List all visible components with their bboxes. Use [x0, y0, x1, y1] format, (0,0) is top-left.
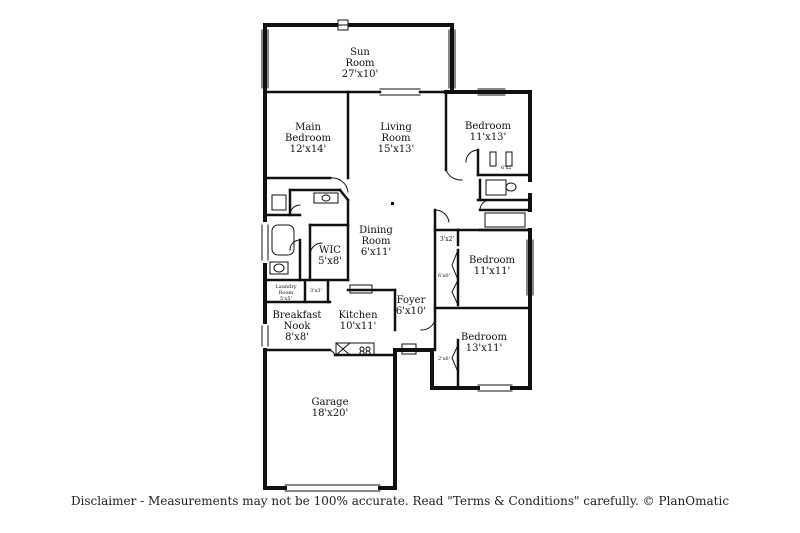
- room-dims: 13'x11': [465, 343, 503, 354]
- room-dims: 11'x11': [473, 266, 511, 277]
- bedroom-mid-label: Bedroom 11'x11': [452, 255, 532, 277]
- room-name: Room: [361, 236, 391, 247]
- room-dims: 8'x8': [285, 332, 309, 343]
- dining-room-label: Dining Room 6'x11': [348, 225, 404, 258]
- room-dims: 6'x11': [360, 247, 392, 258]
- room-name: Dining: [359, 225, 393, 236]
- pantry-label: 3'x3': [306, 288, 326, 294]
- room-dims: 6'x2': [501, 165, 513, 171]
- disclaimer-text: Disclaimer - Measurements may not be 100…: [70, 494, 730, 508]
- sun-room-label: Sun Room 27'x10': [320, 47, 400, 80]
- bedroom-ne-label: Bedroom 11'x13': [448, 121, 528, 143]
- fixtures: [269, 151, 526, 356]
- room-dims: 6'x0': [438, 273, 450, 279]
- room-name: Main: [295, 122, 321, 133]
- laundry-label: Laundry Room 5'x5': [268, 284, 304, 302]
- room-dims: 5'x8': [318, 256, 342, 267]
- wic-label: WIC 5'x8': [311, 245, 349, 267]
- windows: [261, 29, 534, 492]
- main-bedroom-label: Main Bedroom 12'x14': [268, 122, 348, 155]
- room-name: Foyer: [396, 295, 426, 306]
- bedroom-se-label: Bedroom 13'x11': [444, 332, 524, 354]
- room-dims: 11'x13': [469, 132, 507, 143]
- living-room-label: Living Room 15'x13': [356, 122, 436, 155]
- room-name: Nook: [283, 321, 311, 332]
- room-name: WIC: [319, 245, 341, 256]
- room-dims: 6'x10': [395, 306, 427, 317]
- garage-label: Garage 18'x20': [290, 397, 370, 419]
- room-name: Room: [278, 290, 294, 296]
- room-name: Kitchen: [338, 310, 378, 321]
- room-dims: 2'x6': [438, 356, 450, 362]
- room-name: Room: [345, 58, 375, 69]
- doors: [289, 19, 491, 373]
- room-dims: 10'x11': [339, 321, 377, 332]
- room-dims: 3'x3': [310, 288, 322, 294]
- kitchen-label: Kitchen 10'x11': [330, 310, 386, 332]
- room-name: Bedroom: [465, 121, 511, 132]
- foyer-label: Foyer 6'x10': [393, 295, 429, 317]
- room-dims: 18'x20': [311, 408, 349, 419]
- room-name: Bedroom: [461, 332, 507, 343]
- room-name: Garage: [311, 397, 349, 408]
- room-dims: 3'x2': [439, 236, 455, 243]
- room-name: Bedroom: [469, 255, 515, 266]
- closet-ne-label: 6'x2': [492, 165, 522, 171]
- closet-mid-label: 6'x0': [436, 273, 452, 279]
- room-name: Living: [380, 122, 412, 133]
- breakfast-nook-label: Breakfast Nook 8'x8': [266, 310, 328, 343]
- room-dims: 27'x10': [341, 69, 379, 80]
- room-name: Sun: [350, 47, 370, 58]
- room-name: Laundry: [275, 284, 297, 290]
- closet-se-label: 2'x6': [436, 356, 452, 362]
- room-dims: 5'x5': [280, 296, 292, 302]
- room-name: Room: [381, 133, 411, 144]
- room-dims: 15'x13': [377, 144, 415, 155]
- closet-hall-label: 3'x2': [436, 236, 458, 243]
- exterior-walls: [263, 23, 532, 490]
- room-name: Bedroom: [285, 133, 331, 144]
- room-dims: 12'x14': [289, 144, 327, 155]
- room-name: Breakfast: [272, 310, 322, 321]
